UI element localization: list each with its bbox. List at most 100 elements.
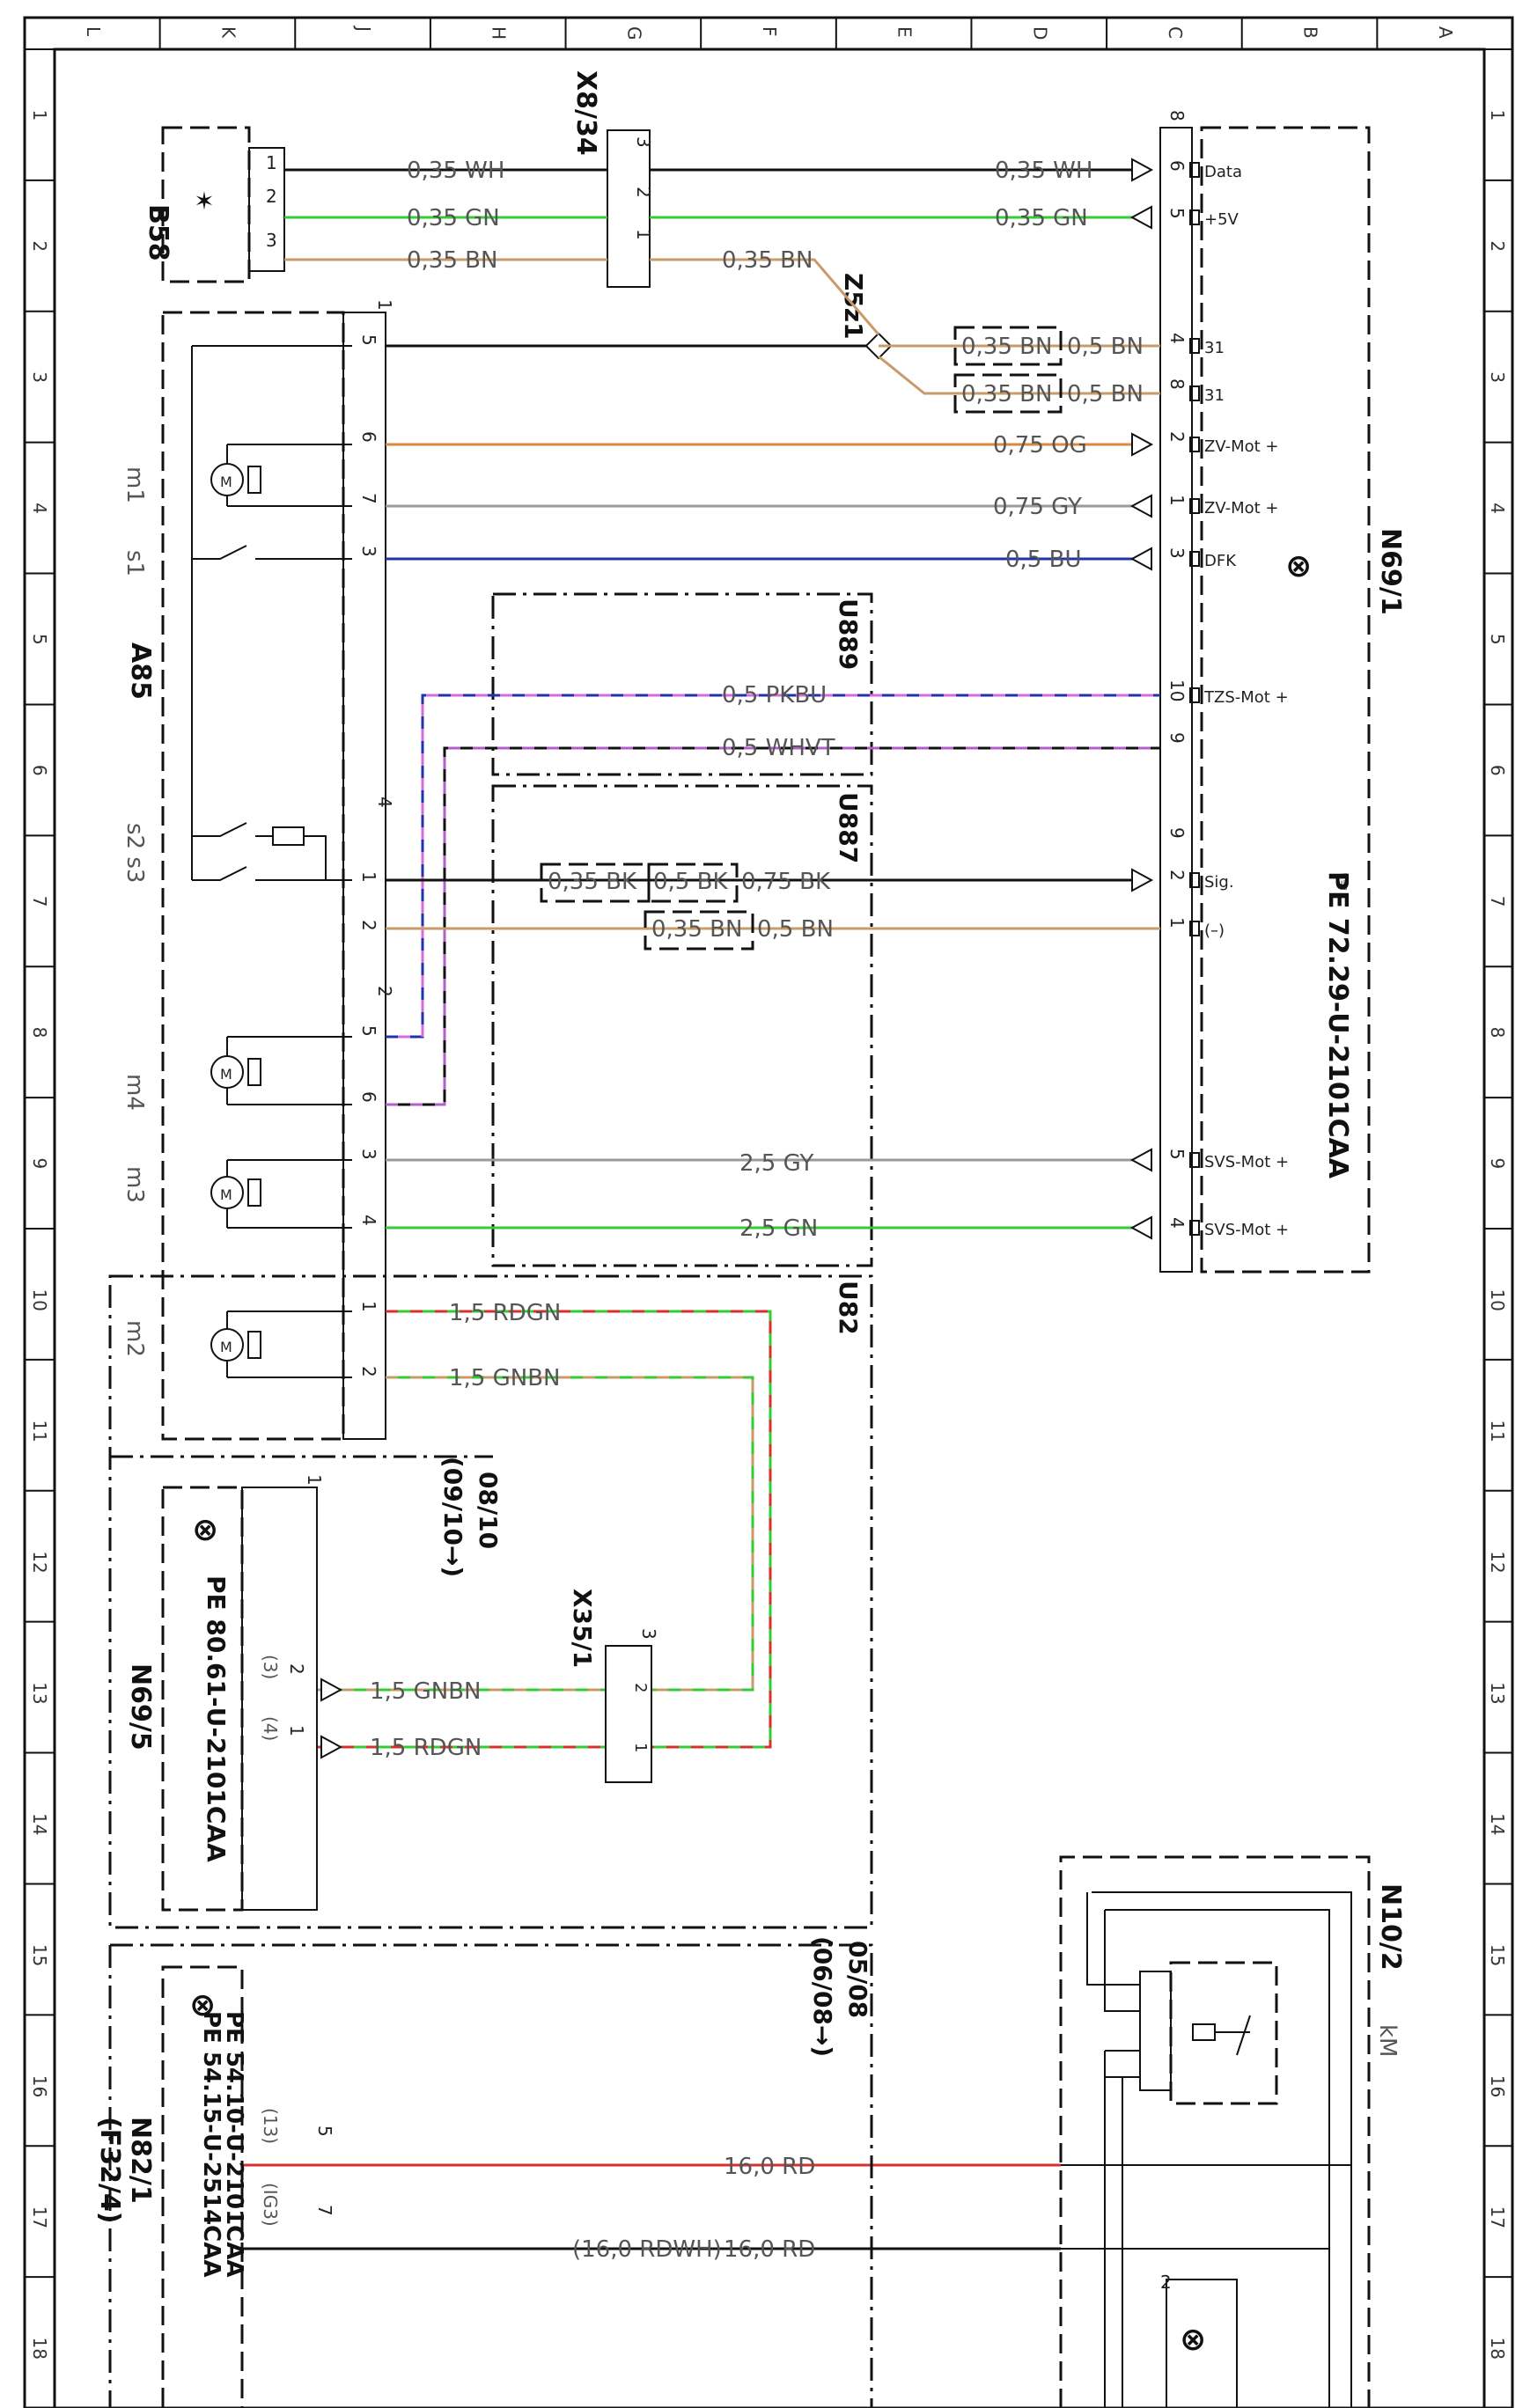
grid-col-a: A [1435, 26, 1456, 39]
grid-row-left-18: 18 [29, 2338, 50, 2360]
pin-socket [1189, 921, 1200, 936]
wire-0-5-pkbu-stripe [386, 694, 1160, 1039]
motor-m1-icon: M [210, 463, 261, 496]
grid-row-left-1: 1 [29, 109, 50, 121]
label-f32-4: (F32/4) [94, 2117, 125, 2224]
pin-n69-5-3: (3) [260, 1655, 281, 1679]
n69-1-pin-num-8: 10 [1166, 679, 1188, 701]
wire-label-16-0-rd: 16,0 RD [724, 2154, 815, 2180]
grid-row-left-12: 12 [29, 1551, 50, 1573]
wire-1-5-rdgn-stripe [386, 1310, 772, 1749]
wire-label-w12b: 0,5 BN [757, 916, 834, 943]
label-u889: U889 [834, 598, 863, 670]
arrow-icon [320, 1678, 343, 1702]
component-b58: B58 ✶ 1 2 3 [143, 126, 285, 283]
pin-x35-1: 1 [631, 1743, 650, 1752]
arrow-icon [1129, 547, 1152, 571]
transistor-icon: ⊗ [192, 1512, 218, 1548]
n69-1-pin-2: 31 [1204, 339, 1225, 357]
n69-1-pin-num-12: 1 [1166, 917, 1188, 929]
transistor-icon: ⊗ [1180, 2322, 1206, 2358]
pin-socket [1189, 872, 1200, 888]
grid-row-left-2: 2 [29, 240, 50, 252]
label-u887: U887 [834, 792, 863, 863]
grid-row-right-15: 15 [1487, 1944, 1508, 1966]
label-b58: B58 [143, 204, 173, 261]
pin-x35-3: 3 [638, 1628, 659, 1640]
wire-label-w12a: 0,35 BN [651, 916, 742, 943]
grid-row-left-16: 16 [29, 2075, 50, 2097]
grid-row-right-12: 12 [1487, 1551, 1508, 1573]
connector-x8-34: X8/34 3 2 1 [570, 70, 654, 288]
star-icon: ✶ [194, 187, 214, 216]
pin-socket [1189, 338, 1200, 354]
svg-text:M: M [220, 1066, 232, 1083]
n10-2-internal-wiring [1061, 1891, 1352, 2408]
label-n82-ref1: PE 54.10-U-2101CAA [221, 2011, 247, 2278]
n69-1-pin-num-4: 8 [1166, 378, 1188, 390]
component-n69-5: N69/5 PE 80.61-U-2101CAA ⊗ 1 2 1 (3) (4) [125, 1474, 325, 1912]
wire-label-w11a: 0,35 BK [548, 869, 637, 895]
wire-label-0-5-bu: 0,5 BU [1005, 547, 1081, 573]
grid-row-right-16: 16 [1487, 2075, 1508, 2097]
pin-socket [1189, 437, 1200, 452]
label-n69-1-ref: PE 72.29-U-2101CAA [1322, 871, 1353, 1179]
ref-06-08: (06/08→) [808, 1936, 837, 2057]
grid-row-left-7: 7 [29, 896, 50, 907]
arrow-icon [1131, 432, 1154, 457]
a85-pin-num-9: 5 [358, 1025, 379, 1037]
pin-b58-2: 2 [266, 186, 277, 207]
pin-socket [1189, 551, 1200, 567]
n69-1-pin-8: Sig. [1204, 873, 1234, 892]
a85-pin-num-14: 2 [358, 1366, 379, 1377]
n69-1-pin-0: Data [1204, 163, 1242, 181]
grid-row-left-8: 8 [29, 1027, 50, 1039]
component-n10-2: N10/2 kM ⊗ 2 [1059, 1855, 1406, 2408]
n69-1-pin-num-9: 9 [1166, 732, 1188, 744]
svg-text:M: M [220, 474, 232, 490]
label-n10-2: N10/2 [1375, 1883, 1406, 1971]
label-m4: m4 [121, 1074, 148, 1111]
n69-1-pin-num-11: 2 [1166, 870, 1188, 881]
label-m2: m2 [121, 1320, 148, 1357]
n69-1-pin-num-13: 5 [1166, 1149, 1188, 1160]
grid-row-right-7: 7 [1487, 896, 1508, 907]
a85-pin-num-3: 7 [358, 493, 379, 504]
n69-1-pin-3: 31 [1204, 386, 1225, 405]
ref-09-10: (09/10→) [438, 1457, 467, 1577]
grid-row-left-10: 10 [29, 1288, 50, 1310]
label-n82-1: N82/1 [125, 2117, 156, 2204]
group-u887 [491, 784, 873, 1267]
label-m3: m3 [121, 1166, 148, 1203]
grid-col-c: C [1165, 26, 1186, 39]
grid-row-right-10: 10 [1487, 1288, 1508, 1310]
pin-x8-2: 2 [633, 187, 654, 198]
grid-col-d: D [1029, 26, 1050, 40]
wire-label-0-75-og: 0,75 OG [993, 432, 1087, 459]
pin-socket [1189, 1152, 1200, 1168]
pin-n69-5-1b: 1 [286, 1725, 307, 1736]
label-n82-ref2: PE 54.15-U-2514CAA [198, 2011, 224, 2278]
label-n69-5-ref: PE 80.61-U-2101CAA [202, 1575, 231, 1862]
wire-label-0-35-wh-b: 0,35 WH [995, 158, 1092, 184]
pin-b58-3: 3 [266, 230, 277, 251]
a85-pin-num-1: 5 [358, 334, 379, 346]
wire-label-w5a: 0,35 BN [961, 381, 1052, 407]
wire-0-35-bn [284, 258, 880, 335]
grid-row-left-11: 11 [29, 1420, 50, 1442]
grid-row-right-6: 6 [1487, 765, 1508, 776]
wire-label-1-5-gnbn-b: 1,5 GNBN [370, 1678, 482, 1705]
wire-label-0-35-bn-b: 0,35 BN [722, 247, 813, 274]
relay-switch-icon [1215, 2015, 1251, 2056]
grid-col-g: G [623, 26, 644, 40]
label-s1: s1 [121, 550, 148, 576]
pin-x8-3: 3 [633, 136, 654, 148]
wire-label-0-5-pkbu: 0,5 PKBU [722, 682, 827, 708]
grid-col-e: E [894, 26, 916, 38]
wire-label-w5b: 0,5 BN [1067, 381, 1144, 407]
grid-row-right-1: 1 [1487, 109, 1508, 121]
grid-col-j: J [353, 25, 374, 32]
